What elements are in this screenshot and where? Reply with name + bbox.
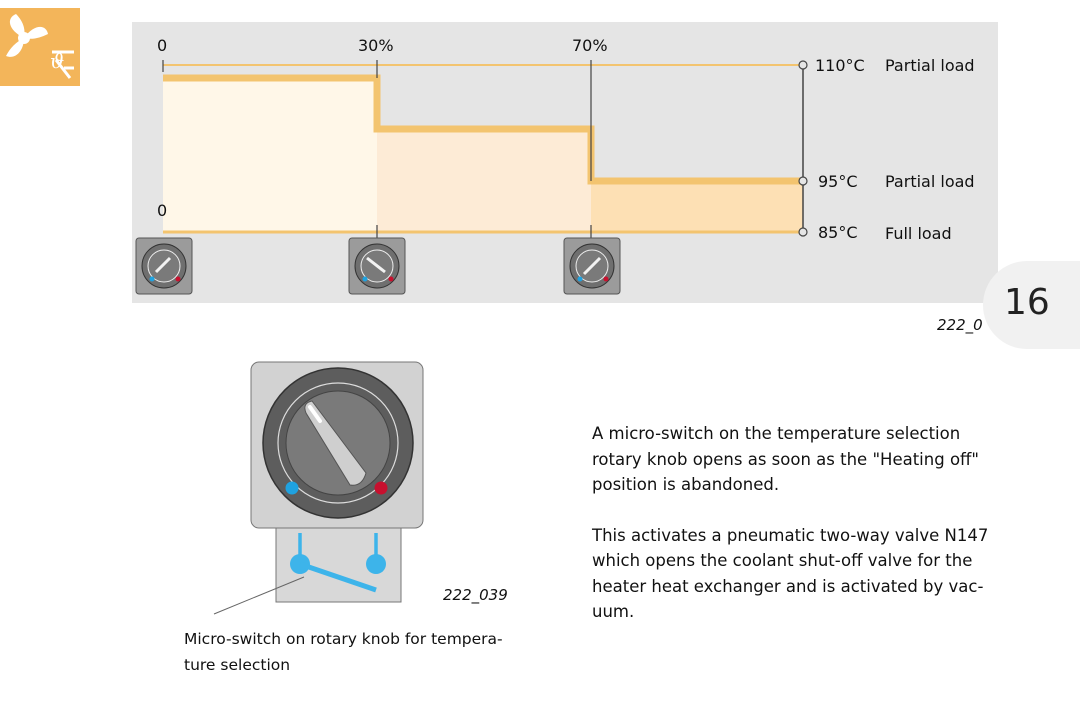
- switch-lever: [299, 561, 377, 593]
- temp-85: 85°C: [818, 223, 858, 242]
- caption-leader: [213, 576, 305, 615]
- figure-number: 222_039: [443, 586, 508, 604]
- caption-line-1: Micro-switch on rotary knob for tempera-: [184, 630, 503, 648]
- knob-inner-ring: [277, 382, 399, 504]
- paragraph-2: This activates a pneumatic two-way valve…: [592, 523, 1002, 625]
- load-partial-2: Partial load: [885, 172, 975, 191]
- contact-right: [366, 554, 386, 574]
- para2-line-4: uum.: [592, 602, 635, 621]
- body-text: A micro-switch on the temperature select…: [592, 421, 1002, 650]
- page-tab: [983, 261, 1080, 349]
- load-full: Full load: [885, 224, 952, 243]
- para2-line-3: heater heat exchanger and is activated b…: [592, 576, 984, 596]
- caption-line-2: ture selection: [184, 656, 291, 674]
- fill-zone-2: [377, 129, 591, 232]
- para2-line-2: which opens the coolant shut-off valve f…: [592, 551, 973, 570]
- marker-85: [798, 227, 808, 237]
- marker-110: [798, 60, 808, 70]
- label-70: 70%: [572, 36, 608, 55]
- label-0-top: 0: [157, 36, 168, 55]
- diagram-figure-number: 222_0: [937, 316, 983, 334]
- figure-caption: Micro-switch on rotary knob for tempera-…: [184, 626, 514, 678]
- temperature-load-diagram: [132, 22, 998, 303]
- load-partial-1: Partial load: [885, 56, 975, 75]
- hot-dot: [374, 481, 388, 495]
- cold-dot: [285, 481, 299, 495]
- label-30: 30%: [358, 36, 394, 55]
- small-knob-2: [348, 237, 406, 295]
- label-0-low: 0: [157, 201, 168, 220]
- para2-line-1: This activates a pneumatic two-way valve…: [592, 525, 989, 545]
- svg-text:ϑ: ϑ: [50, 49, 64, 73]
- page-number: 16: [1004, 282, 1050, 323]
- small-knob-1: [135, 237, 193, 295]
- temp-95: 95°C: [818, 172, 858, 191]
- para1-line-3: position is abandoned.: [592, 475, 780, 494]
- para1-line-2: rotary knob opens as soon as the "Heatin…: [592, 449, 979, 469]
- marker-95: [798, 176, 808, 186]
- fill-zone-1: [163, 78, 377, 232]
- rotary-knob-illustration: [213, 361, 424, 615]
- step-line: [163, 74, 803, 185]
- small-knob-3: [563, 237, 621, 295]
- fill-zone-3: [591, 181, 803, 232]
- paragraph-1: A micro-switch on the temperature select…: [592, 421, 1002, 498]
- para1-line-1: A micro-switch on the temperature select…: [592, 424, 961, 443]
- fan-temperature-icon: ϑ: [0, 8, 80, 86]
- pointer-highlight: [308, 405, 322, 423]
- temp-110: 110°C: [815, 56, 865, 75]
